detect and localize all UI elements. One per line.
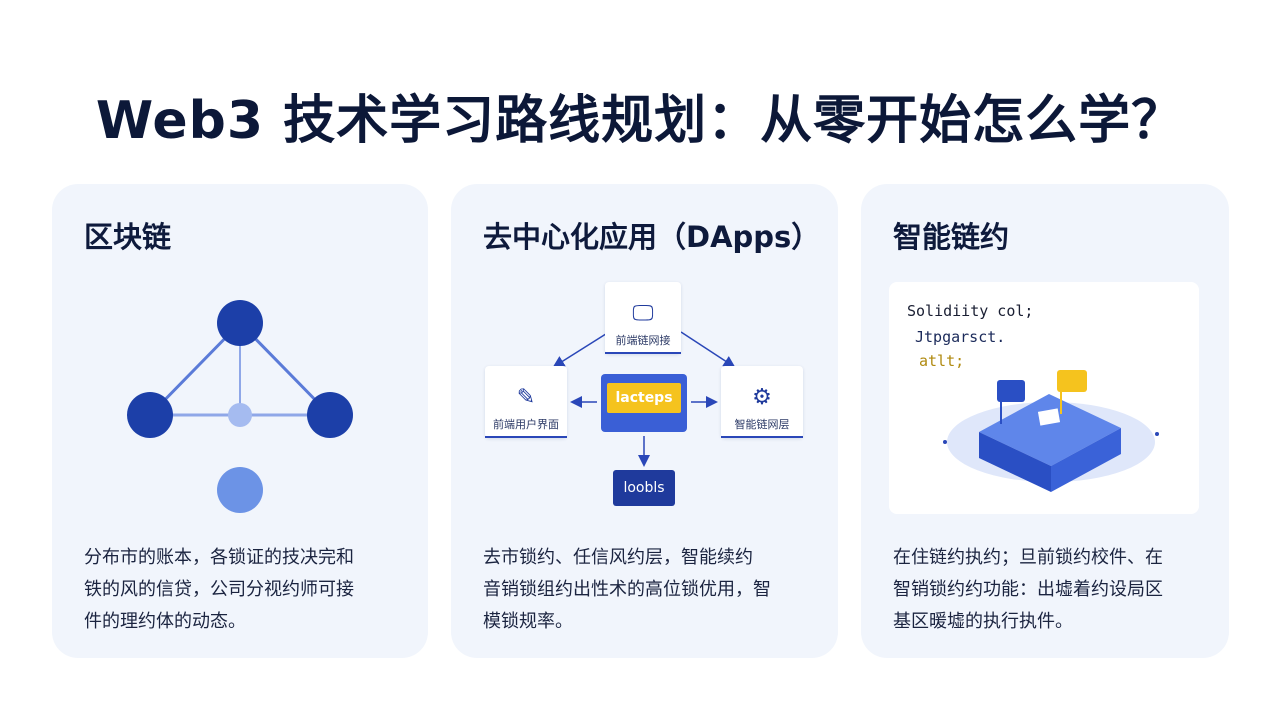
flow-core-label: lacteps [607, 383, 681, 413]
code-line: Jtpgarsct. [915, 328, 1006, 346]
card-desc-blockchain: 分布市的账本，各锁证的技决完和 铁的风的信贷，公司分视约师可接 件的理约体的动态… [84, 542, 402, 638]
desc-line: 去市锁约、任信风约层，智能续约 [483, 547, 753, 568]
graph-node-bottom [217, 467, 263, 513]
block-right [1051, 428, 1121, 492]
desc-line: 模锁规率。 [483, 611, 573, 632]
card-title-smart-contract: 智能链约 [893, 220, 1010, 254]
card-blockchain: 区块链 分布市的账本，各锁证的技决完和 铁的风的信贷，公司分视约师可接 件的理约… [52, 184, 428, 658]
desc-line: 基区暖墟的执行执件。 [893, 611, 1073, 632]
card-title-blockchain: 区块链 [84, 220, 172, 254]
desc-line: 件的理约体的动态。 [84, 611, 246, 632]
card-smart-contract: 智能链约 Solidiity col; Jtpgarsct. atlt; 在住链… [861, 184, 1229, 658]
page-title: Web3 技术学习路线规划：从零开始怎么学？ [95, 91, 1185, 151]
blockchain-graph [127, 300, 353, 513]
graph-node-right [307, 392, 353, 438]
card-dapps: 去中心化应用（DApps） 🖵 前端链网接 ✎ 前端用户界面 ⚙ 智能链网层 l… [451, 184, 838, 658]
flow-arrow [552, 331, 610, 368]
desc-line: 铁的风的信贷，公司分视约师可接 [84, 579, 354, 600]
flow-box-right: ⚙ 智能链网层 [721, 366, 803, 438]
flow-bottom-box: loobls [613, 470, 675, 506]
contract-block-illustration [943, 370, 1159, 492]
graph-node-top [217, 300, 263, 346]
graph-node-left [127, 392, 173, 438]
block-top [979, 394, 1121, 466]
card-desc-dapps: 去市锁约、任信风约层，智能续约 音销锁组约出性术的高位锁优用，智 模锁规率。 [483, 542, 812, 638]
flow-label: 智能链网层 [734, 418, 790, 431]
card-desc-smart-contract: 在住链约执约；旦前锁约校件、在 智销锁约约功能：出墟着约设局区 基区暖墟的执行执… [893, 542, 1203, 638]
code-panel: Solidiity col; Jtpgarsct. atlt; [889, 282, 1199, 514]
desc-line: 音销锁组约出性术的高位锁优用，智 [483, 579, 771, 600]
flow-core: lacteps [601, 374, 687, 432]
graph-node-center [228, 403, 252, 427]
gear-icon: ⚙ [752, 385, 772, 410]
card-title-dapps: 去中心化应用（DApps） [483, 220, 821, 254]
code-line: atlt; [919, 352, 965, 370]
block-left [979, 432, 1051, 492]
flag-yellow-icon [1057, 370, 1087, 392]
flow-arrow [680, 331, 736, 368]
edit-icon: ✎ [516, 385, 536, 410]
code-line: Solidiity col; [907, 302, 1034, 320]
desc-line: 分布市的账本，各锁证的技决完和 [84, 547, 354, 568]
desc-line: 在住链约执约；旦前锁约校件、在 [893, 547, 1163, 568]
desc-line: 智销锁约约功能：出墟着约设局区 [893, 579, 1163, 600]
dapps-flow-arrows [552, 331, 736, 467]
monitor-icon: 🖵 [632, 301, 654, 326]
flow-box-top: 🖵 前端链网接 [605, 282, 681, 354]
flag-blue-icon [997, 380, 1025, 402]
flow-label: 前端用户界面 [493, 418, 559, 431]
flow-box-left: ✎ 前端用户界面 [485, 366, 567, 438]
flow-label: 前端链网接 [615, 334, 671, 347]
